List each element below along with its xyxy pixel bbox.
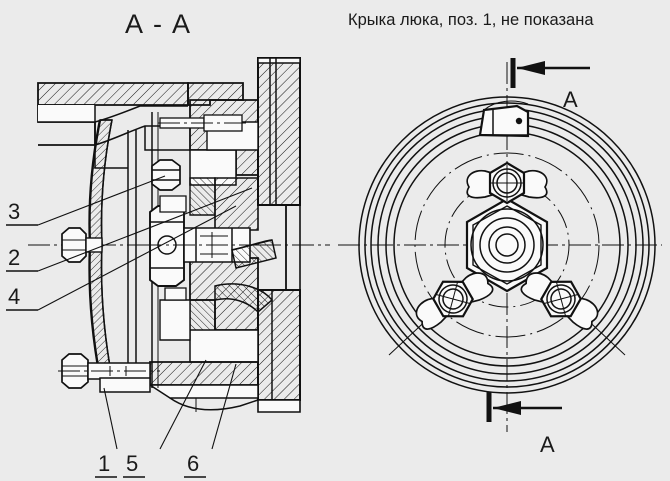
callout-label-5: 5 — [126, 451, 138, 476]
callout-6: 6 — [184, 363, 237, 478]
left-sectional-view: 3 2 4 1 — [6, 57, 330, 478]
position-callouts: 3 2 4 1 — [6, 175, 253, 478]
view-title-aa: A - A — [125, 9, 192, 39]
center-shaft-assembly — [140, 205, 277, 287]
section-letter-top: A — [563, 87, 578, 112]
bottom-shell — [99, 377, 259, 412]
callout-1: 1 — [95, 387, 118, 478]
bolt-assembly-lower-left — [415, 272, 494, 330]
hex-bolt-upper-left — [151, 159, 181, 191]
hex-bolt-bottom-left — [58, 353, 160, 389]
right-circular-view: A A — [338, 58, 662, 457]
section-marker-bottom: A — [486, 392, 562, 457]
bolt-assembly-lower-right — [520, 272, 599, 330]
central-body-section — [147, 99, 259, 399]
callout-3: 3 — [6, 175, 166, 226]
hex-bolt-mid-left — [61, 227, 103, 263]
bolt-assembly-top — [466, 161, 548, 205]
shoulder-details — [159, 195, 191, 341]
top-flange-plate — [37, 82, 244, 146]
callout-label-4: 4 — [8, 284, 20, 309]
central-hex-hub — [465, 197, 549, 293]
stud-detail-top — [158, 114, 248, 132]
section-letter-bottom: A — [540, 432, 555, 457]
callout-2: 2 — [6, 187, 253, 272]
callout-label-2: 2 — [8, 245, 20, 270]
drawing-note: Крыка люка, поз. 1, не показана — [348, 11, 594, 29]
callout-label-6: 6 — [187, 451, 199, 476]
callout-4: 4 — [6, 205, 237, 311]
callout-5: 5 — [123, 359, 207, 478]
section-marker-top: A — [510, 58, 590, 112]
bearing-profile — [214, 283, 274, 314]
callout-label-3: 3 — [8, 199, 20, 224]
callout-label-1: 1 — [98, 451, 110, 476]
top-notch-feature — [478, 100, 530, 138]
